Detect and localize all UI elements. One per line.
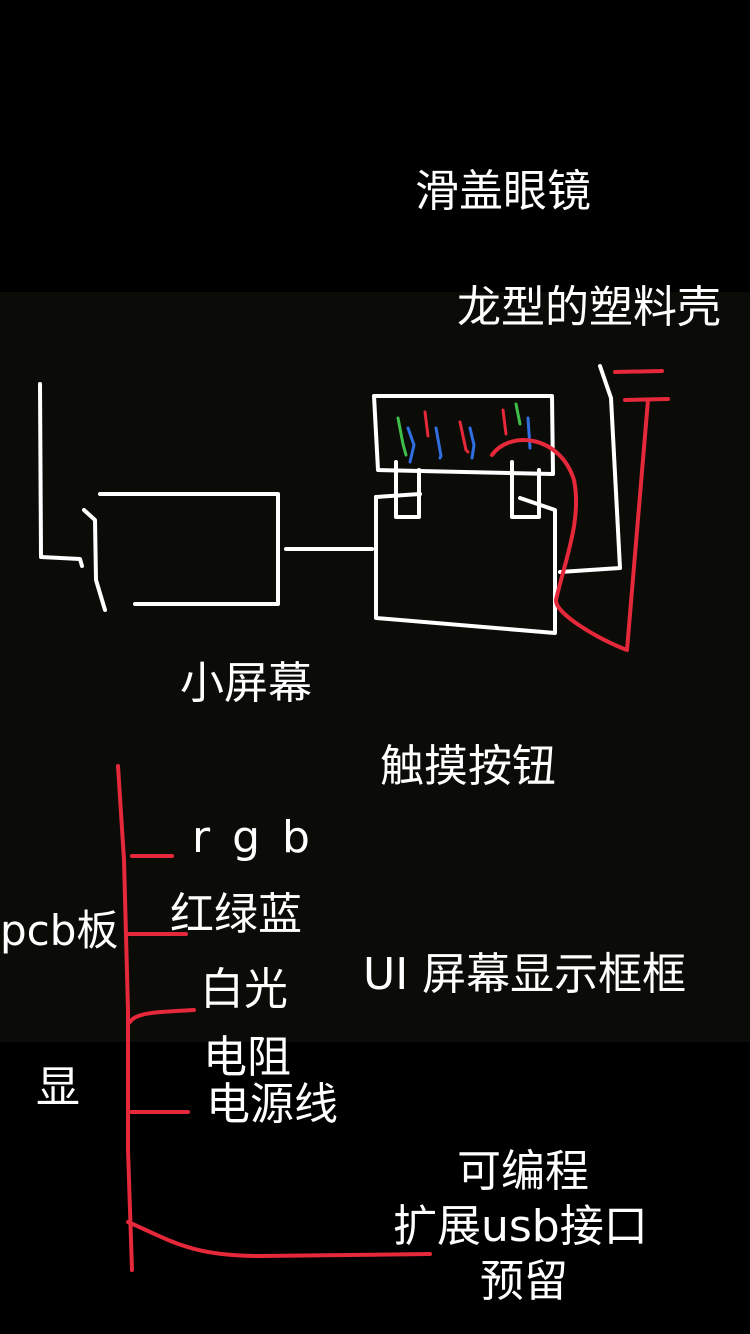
- green-led-1: [396, 416, 408, 457]
- red-led-1: [423, 410, 430, 438]
- usb-port-label: 扩展usb接口: [393, 1201, 648, 1252]
- blue-led-4: [526, 416, 532, 450]
- red-led-3: [501, 408, 508, 436]
- white-strokes: [38, 364, 622, 635]
- resistor-label: 电阻: [203, 1032, 291, 1083]
- display-label: 显: [36, 1062, 80, 1113]
- reserved-label: 预留: [480, 1256, 568, 1307]
- rgb-label: r g b: [192, 812, 314, 863]
- red-strokes: [116, 369, 670, 1272]
- touch-button-label: 触摸按钮: [380, 741, 556, 792]
- left-frame-outline: [38, 382, 84, 568]
- shell-label: 龙型的塑料壳: [457, 282, 721, 333]
- ui-frame-label: UI 屏幕显示框框: [363, 949, 687, 1000]
- led-strokes: [396, 402, 532, 464]
- small-screen-left: [82, 508, 107, 612]
- red-wire-loop: [490, 398, 650, 652]
- power-line-label: 电源线: [206, 1079, 338, 1130]
- led-left-socket: [394, 460, 421, 519]
- green-led-2: [514, 402, 522, 426]
- right-arm: [558, 364, 622, 574]
- red-tick-white: [128, 1008, 196, 1024]
- red-top-mark-2: [623, 397, 670, 402]
- rgb-cn-label: 红绿蓝: [170, 889, 302, 940]
- blue-led-3: [468, 426, 476, 460]
- red-led-2: [458, 420, 470, 454]
- red-top-mark-1: [613, 369, 664, 374]
- small-screen-label: 小屏幕: [180, 658, 312, 709]
- blue-led-1: [406, 426, 416, 464]
- blue-led-2: [434, 426, 443, 460]
- programmable-label: 可编程: [457, 1146, 589, 1197]
- red-curve-usb: [126, 1220, 432, 1258]
- red-bracket-vertical: [116, 764, 134, 1272]
- touch-button-box: [374, 495, 557, 635]
- small-screen-box: [98, 492, 280, 606]
- white-light-label: 白光: [200, 964, 288, 1015]
- title-label: 滑盖眼镜: [415, 166, 591, 217]
- led-right-socket: [510, 460, 541, 519]
- pcb-box: [372, 394, 555, 476]
- pcb-label: pcb板: [0, 906, 119, 955]
